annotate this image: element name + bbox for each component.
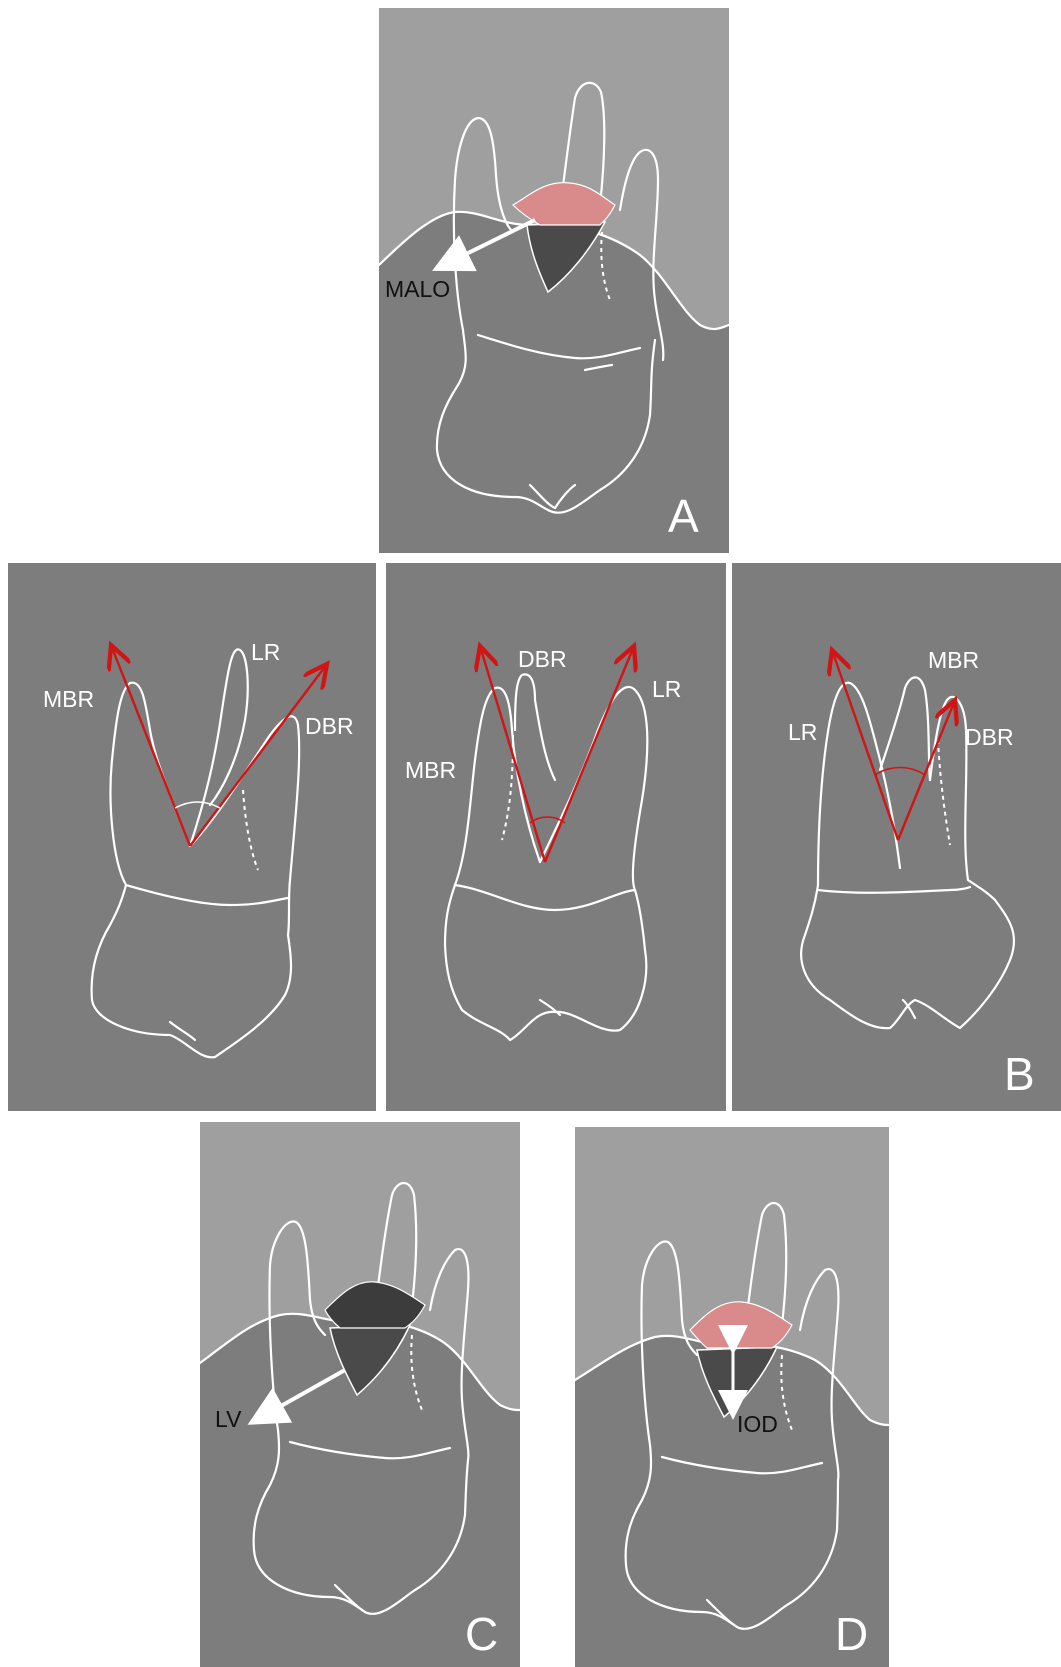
panel-d-iod-label: IOD — [737, 1411, 778, 1437]
panel-a-letter: A — [668, 490, 699, 542]
panel-a: MALO A — [379, 8, 729, 553]
panel-b-view3-mbr-label: MBR — [928, 647, 979, 673]
panel-b-view1-dbr-label: DBR — [305, 713, 354, 739]
panel-b-view1-lr-label: LR — [251, 639, 280, 665]
panel-c-letter: C — [465, 1608, 498, 1660]
panel-b-view2-lr-label: LR — [652, 676, 681, 702]
panel-b-letter: B — [1004, 1048, 1035, 1100]
panel-b-view3-dbr-label: DBR — [965, 724, 1014, 750]
panel-b: MBR LR DBR DBR LR MBR MBR LR DBR B — [8, 563, 1061, 1111]
panel-b-view1-mbr-label: MBR — [43, 686, 94, 712]
panel-c-lv-label: LV — [215, 1406, 242, 1432]
panel-b-view2-mbr-label: MBR — [405, 757, 456, 783]
panel-d-letter: D — [835, 1608, 868, 1660]
panel-b-view2-dbr-label: DBR — [518, 646, 567, 672]
panel-d: IOD D — [575, 1127, 889, 1667]
panel-b-view3-lr-label: LR — [788, 719, 817, 745]
panel-a-malo-label: MALO — [385, 276, 450, 302]
panel-c: LV C — [200, 1122, 520, 1667]
